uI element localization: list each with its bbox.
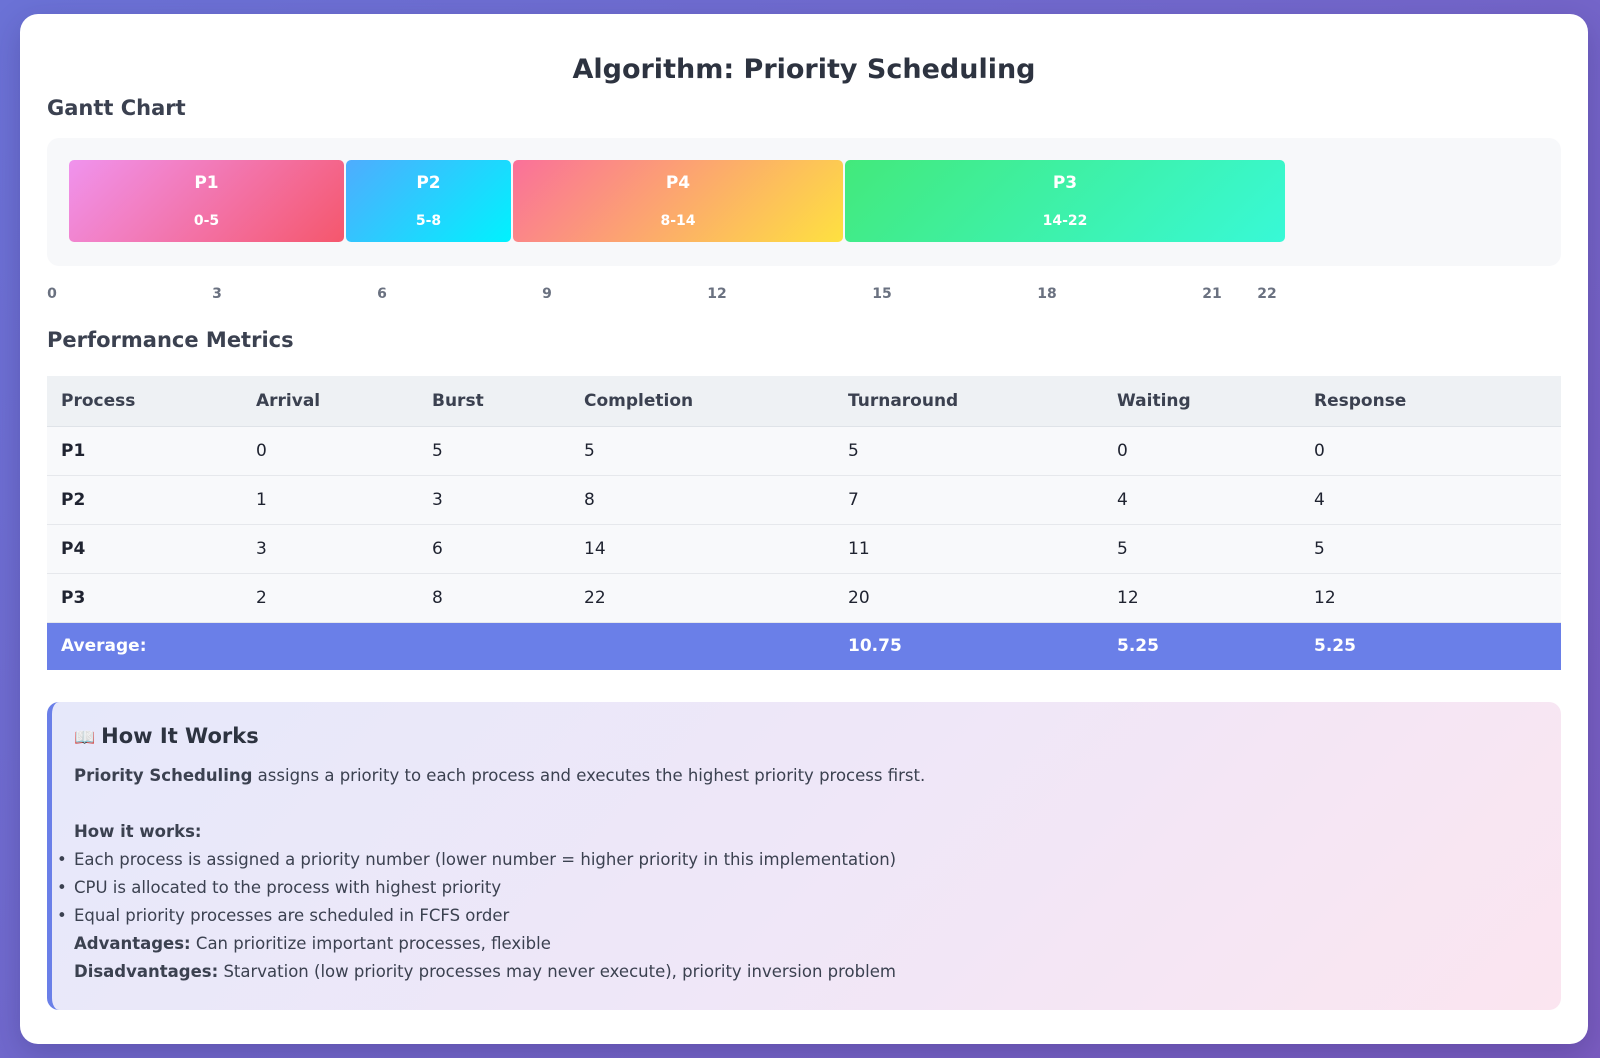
table-cell: 0 bbox=[1103, 426, 1300, 476]
table-cell: 8 bbox=[418, 573, 570, 623]
intro-text: Priority Scheduling assigns a priority t… bbox=[74, 766, 925, 785]
list-item: • Equal priority processes are scheduled … bbox=[57, 906, 510, 925]
table-cell: 0 bbox=[242, 426, 418, 476]
table-cell bbox=[418, 622, 570, 670]
table-cell: P1 bbox=[47, 426, 242, 476]
table-cell: 22 bbox=[570, 573, 834, 623]
intro-rest: assigns a priority to each process and e… bbox=[252, 766, 926, 785]
table-cell: 2 bbox=[242, 573, 418, 623]
main-card: Algorithm: Priority Scheduling Gantt Cha… bbox=[20, 14, 1588, 1044]
table-cell: 4 bbox=[1103, 475, 1300, 525]
table-cell: 12 bbox=[1300, 573, 1561, 623]
gantt-bar-range: 14-22 bbox=[1042, 213, 1088, 229]
average-response: 5.25 bbox=[1300, 622, 1561, 670]
column-header: Arrival bbox=[242, 376, 418, 427]
list-item: • Each process is assigned a priority num… bbox=[57, 850, 897, 869]
column-header: Completion bbox=[570, 376, 834, 427]
average-waiting: 5.25 bbox=[1103, 622, 1300, 670]
how-it-works-panel: 📖How It Works Priority Scheduling assign… bbox=[47, 702, 1561, 1010]
table-cell: 20 bbox=[834, 573, 1103, 623]
gantt-chart: P1 0-5 P2 5-8 P4 8-14 P3 14-22 bbox=[47, 138, 1561, 266]
gantt-bar-label: P4 bbox=[665, 173, 691, 193]
advantages-text: Can prioritize important processes, flex… bbox=[190, 934, 551, 953]
gantt-bar-label: P1 bbox=[194, 173, 219, 193]
time-tick: 0 bbox=[47, 286, 57, 302]
list-item-text: Each process is assigned a priority numb… bbox=[74, 850, 897, 869]
time-tick: 22 bbox=[1257, 286, 1277, 302]
table-cell: 4 bbox=[1300, 475, 1561, 525]
advantages-line: Advantages: Can prioritize important pro… bbox=[74, 934, 551, 953]
table-header-row: Process Arrival Burst Completion Turnaro… bbox=[47, 376, 1561, 427]
gantt-bar-range: 5-8 bbox=[415, 213, 442, 229]
gantt-section-title: Gantt Chart bbox=[47, 96, 186, 120]
table-cell: 14 bbox=[570, 524, 834, 574]
time-tick: 12 bbox=[707, 286, 727, 302]
table-cell: 3 bbox=[242, 524, 418, 574]
gantt-bar-p3: P3 14-22 bbox=[845, 160, 1285, 242]
time-tick: 18 bbox=[1037, 286, 1057, 302]
table-row: P2 1 3 8 7 4 4 bbox=[47, 475, 1561, 525]
table-cell: 6 bbox=[418, 524, 570, 574]
table-cell bbox=[242, 622, 418, 670]
table-cell: 0 bbox=[1300, 426, 1561, 476]
disadvantages-label: Disadvantages: bbox=[74, 962, 219, 981]
list-item-text: Equal priority processes are scheduled i… bbox=[74, 906, 510, 925]
time-tick: 3 bbox=[212, 286, 222, 302]
table-cell: 5 bbox=[418, 426, 570, 476]
column-header: Burst bbox=[418, 376, 570, 427]
table-cell: 1 bbox=[242, 475, 418, 525]
disadvantages-line: Disadvantages: Starvation (low priority … bbox=[74, 962, 896, 981]
how-subheading: How it works: bbox=[74, 822, 202, 841]
average-row: Average: 10.75 5.25 5.25 bbox=[47, 622, 1561, 670]
gantt-bar-p1: P1 0-5 bbox=[69, 160, 344, 242]
table-cell: 11 bbox=[834, 524, 1103, 574]
intro-bold: Priority Scheduling bbox=[74, 766, 253, 785]
gantt-bar-label: P2 bbox=[416, 173, 441, 193]
average-turnaround: 10.75 bbox=[834, 622, 1103, 670]
how-it-works-heading: How It Works bbox=[101, 724, 259, 748]
bullet-dot: • bbox=[57, 878, 67, 897]
gantt-bar-range: 0-5 bbox=[193, 213, 220, 229]
table-cell: 7 bbox=[834, 475, 1103, 525]
column-header: Process bbox=[47, 376, 242, 427]
table-cell: 5 bbox=[834, 426, 1103, 476]
book-icon: 📖 bbox=[74, 728, 96, 748]
list-item-text: CPU is allocated to the process with hig… bbox=[74, 878, 502, 897]
table-cell: 12 bbox=[1103, 573, 1300, 623]
table-row: P3 2 8 22 20 12 12 bbox=[47, 573, 1561, 623]
table-cell: 3 bbox=[418, 475, 570, 525]
column-header: Response bbox=[1300, 376, 1561, 427]
average-label: Average: bbox=[47, 622, 242, 670]
gantt-bar-range: 8-14 bbox=[660, 213, 696, 229]
page-title: Algorithm: Priority Scheduling bbox=[572, 54, 1036, 85]
metrics-table: Process Arrival Burst Completion Turnaro… bbox=[47, 376, 1561, 670]
how-it-works-title: 📖How It Works bbox=[74, 724, 259, 748]
gantt-bar-p2: P2 5-8 bbox=[346, 160, 511, 242]
column-header: Waiting bbox=[1103, 376, 1300, 427]
table-row: P1 0 5 5 5 0 0 bbox=[47, 426, 1561, 476]
disadvantages-text: Starvation (low priority processes may n… bbox=[218, 962, 896, 981]
metrics-section-title: Performance Metrics bbox=[47, 328, 294, 352]
bullet-dot: • bbox=[57, 850, 67, 869]
advantages-label: Advantages: bbox=[74, 934, 191, 953]
table-cell: P3 bbox=[47, 573, 242, 623]
table-cell: 5 bbox=[1103, 524, 1300, 574]
time-tick: 15 bbox=[872, 286, 892, 302]
table-cell: 5 bbox=[1300, 524, 1561, 574]
column-header: Turnaround bbox=[834, 376, 1103, 427]
gantt-bar-label: P3 bbox=[1052, 173, 1078, 193]
gantt-time-axis: 0 3 6 9 12 15 18 21 22 bbox=[47, 286, 1561, 306]
gantt-bar-p4: P4 8-14 bbox=[513, 160, 843, 242]
table-cell: 5 bbox=[570, 426, 834, 476]
bullet-dot: • bbox=[57, 906, 67, 925]
time-tick: 9 bbox=[542, 286, 552, 302]
time-tick: 21 bbox=[1202, 286, 1222, 302]
table-cell: 8 bbox=[570, 475, 834, 525]
time-tick: 6 bbox=[377, 286, 387, 302]
table-cell bbox=[570, 622, 834, 670]
list-item: • CPU is allocated to the process with hi… bbox=[57, 878, 502, 897]
table-row: P4 3 6 14 11 5 5 bbox=[47, 524, 1561, 574]
table-cell: P4 bbox=[47, 524, 242, 574]
table-cell: P2 bbox=[47, 475, 242, 525]
